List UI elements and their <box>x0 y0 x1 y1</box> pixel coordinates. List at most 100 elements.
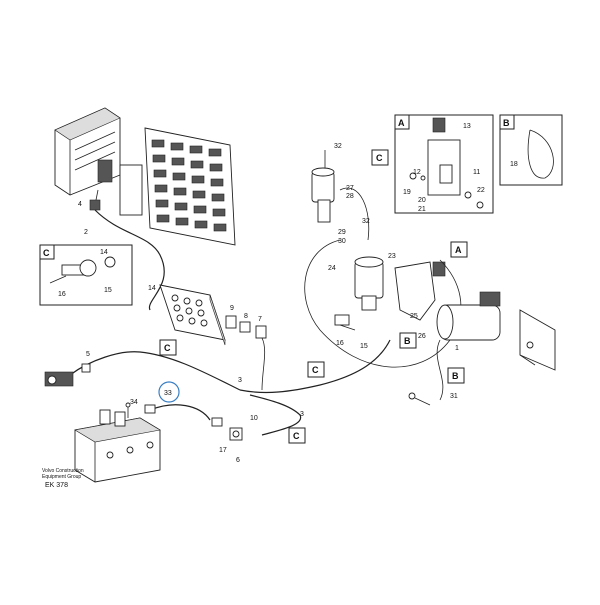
board-chip <box>171 157 185 166</box>
board-chip <box>191 175 205 184</box>
board-chip <box>189 145 203 154</box>
inset-box-a <box>394 114 494 214</box>
panel-button <box>185 307 193 315</box>
board-chip <box>213 223 227 232</box>
part-number-7: 7 <box>258 316 262 323</box>
panel-button <box>188 317 196 325</box>
part-number-10: 10 <box>250 415 258 422</box>
callout-tag-frame <box>450 241 468 258</box>
board-chip <box>210 178 224 187</box>
callout-tag: B <box>452 371 459 381</box>
part-number-22: 22 <box>477 187 485 194</box>
part-number-14: 14 <box>148 285 156 292</box>
part-number-19: 19 <box>403 189 411 196</box>
board-chip <box>211 193 225 202</box>
board-chip <box>208 148 222 157</box>
callout-tag-frame <box>399 332 417 349</box>
inset-tag-b: B <box>503 118 510 128</box>
board-chip <box>190 160 204 169</box>
mount-bracket-right <box>519 309 556 371</box>
callout-tag: C <box>293 431 300 441</box>
board-chip <box>193 205 207 214</box>
part-number-3-right: 3 <box>300 411 304 418</box>
part-number-8: 8 <box>244 313 248 320</box>
callout-tag: B <box>404 336 411 346</box>
part-number-1: 1 <box>455 345 459 352</box>
footer-code: EK 378 <box>45 482 68 489</box>
part-number-29: 29 <box>338 229 346 236</box>
callout-tag-frame <box>307 361 325 378</box>
part-number-28: 28 <box>346 193 354 200</box>
sensor-cable-33 <box>149 404 211 421</box>
clip-16 <box>334 314 356 331</box>
part-number-3-left: 3 <box>238 377 242 384</box>
inset-box-b <box>499 114 563 186</box>
panel-button <box>197 309 205 317</box>
part-number-5: 5 <box>86 351 90 358</box>
relay-cylinder-23 <box>354 256 384 311</box>
cable-harness-5 <box>69 351 241 391</box>
nut-6 <box>229 427 243 441</box>
board-chip <box>151 139 165 148</box>
board-chip <box>212 208 226 217</box>
part-number-33: 33 <box>164 390 172 397</box>
connector-8 <box>239 321 251 333</box>
callout-tag: C <box>164 343 171 353</box>
part-number-25: 25 <box>410 313 418 320</box>
upper-harness <box>339 187 370 241</box>
connector-7 <box>255 325 267 391</box>
sensor-plug <box>144 404 156 414</box>
part-number-34: 34 <box>130 399 138 406</box>
part-number-12: 12 <box>413 169 421 176</box>
inset-box-c <box>39 244 133 306</box>
part-number-15: 15 <box>360 343 368 350</box>
part-number-32: 32 <box>362 218 370 225</box>
callout-tag-frame <box>447 367 465 384</box>
board-chip <box>192 190 206 199</box>
part-number-26: 26 <box>418 333 426 340</box>
callout-tag: C <box>376 153 383 163</box>
screw-31 <box>408 392 431 406</box>
part-number-13: 13 <box>463 123 471 130</box>
panel-button <box>195 299 203 307</box>
board-chip <box>173 187 187 196</box>
board-chip <box>154 184 168 193</box>
board-chip <box>153 169 167 178</box>
board-chip <box>172 172 186 181</box>
part-number-11: 11 <box>473 169 480 176</box>
valve-block <box>74 409 161 483</box>
highlight-ring <box>158 381 180 403</box>
relay-cylinder-upper <box>311 150 335 223</box>
panel-button <box>173 304 181 312</box>
part-number-9: 9 <box>230 305 234 312</box>
part-number-14-inset: 14 <box>100 249 108 256</box>
part-number-16-inset: 16 <box>58 291 66 298</box>
footer-line-2: Equipment Group <box>42 474 81 480</box>
board-chip <box>194 220 208 229</box>
inset-tag-a: A <box>398 118 405 128</box>
board-chip <box>170 142 184 151</box>
callout-tag-frame <box>371 149 389 166</box>
part-number-2: 2 <box>84 229 88 236</box>
part-number-17: 17 <box>219 447 227 454</box>
panel-button <box>183 297 191 305</box>
panel-button <box>200 319 208 327</box>
part-number-27: 27 <box>346 185 354 192</box>
part-number-20: 20 <box>418 197 426 204</box>
connector-5 <box>44 363 91 387</box>
board-chip <box>155 199 169 208</box>
mounting-bracket <box>394 261 446 321</box>
part-number-32-top: 32 <box>334 143 342 150</box>
panel-button <box>176 314 184 322</box>
board-chip <box>175 217 189 226</box>
part-number-23: 23 <box>388 253 396 260</box>
callout-tag-frame <box>288 427 306 444</box>
cable-harness-1 <box>94 209 165 311</box>
panel-button <box>171 294 179 302</box>
part-number-18: 18 <box>510 161 518 168</box>
main-harness <box>239 339 391 394</box>
callout-tag: A <box>455 245 462 255</box>
board-chip <box>209 163 223 172</box>
cable-end-17 <box>211 417 223 427</box>
